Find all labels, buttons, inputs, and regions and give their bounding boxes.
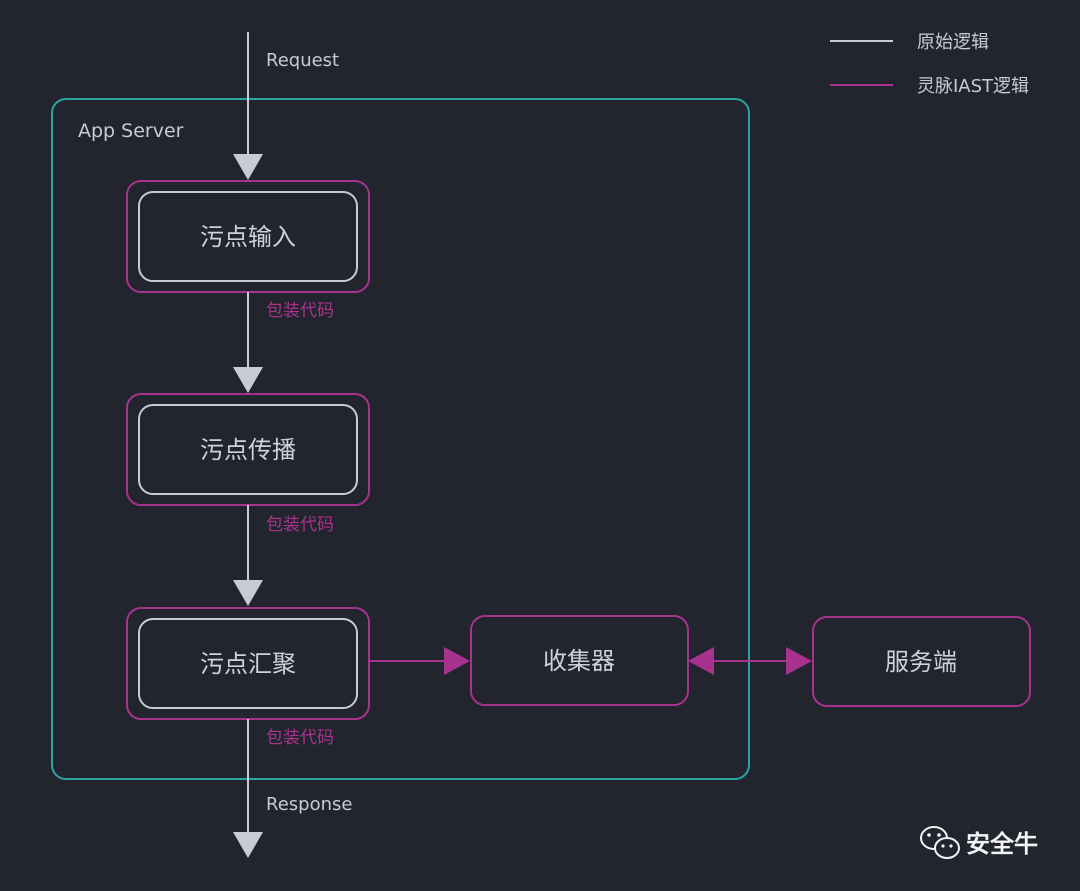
arrowhead-input-to-propagation	[233, 367, 263, 393]
legend-iast-label: 灵脉IAST逻辑	[917, 76, 1029, 97]
watermark: 安全牛	[920, 826, 1038, 859]
watermark-text: 安全牛	[966, 830, 1038, 858]
request-label: Request	[266, 50, 339, 71]
arrowhead-sink-to-collector	[444, 647, 470, 675]
taint-propagation-label: 污点传播	[200, 436, 296, 464]
server-label: 服务端	[885, 648, 957, 676]
arrowhead-to-server	[786, 647, 812, 675]
taint-sink-label: 污点汇聚	[200, 650, 296, 678]
response-arrowhead	[233, 832, 263, 858]
collector-box	[470, 615, 689, 706]
wrap-code-label-propagation: 包装代码	[266, 515, 334, 535]
taint-input-box	[138, 191, 358, 282]
legend: 原始逻辑 灵脉IAST逻辑	[830, 32, 1029, 97]
arrowhead-to-collector	[688, 647, 714, 675]
app-server-label: App Server	[78, 120, 184, 142]
taint-propagation-box	[138, 404, 358, 495]
response-label: Response	[266, 794, 352, 815]
wrap-code-label-sink: 包装代码	[266, 728, 334, 748]
wrap-code-label-input: 包装代码	[266, 301, 334, 321]
legend-original-label: 原始逻辑	[917, 32, 989, 53]
collector-label: 收集器	[543, 647, 615, 675]
wechat-icon	[920, 826, 960, 859]
taint-input-label: 污点输入	[200, 223, 296, 251]
taint-sink-box	[138, 618, 358, 709]
arrowhead-propagation-to-sink	[233, 580, 263, 606]
app-server-container	[51, 98, 750, 780]
request-arrowhead	[233, 154, 263, 180]
server-box	[812, 616, 1031, 707]
